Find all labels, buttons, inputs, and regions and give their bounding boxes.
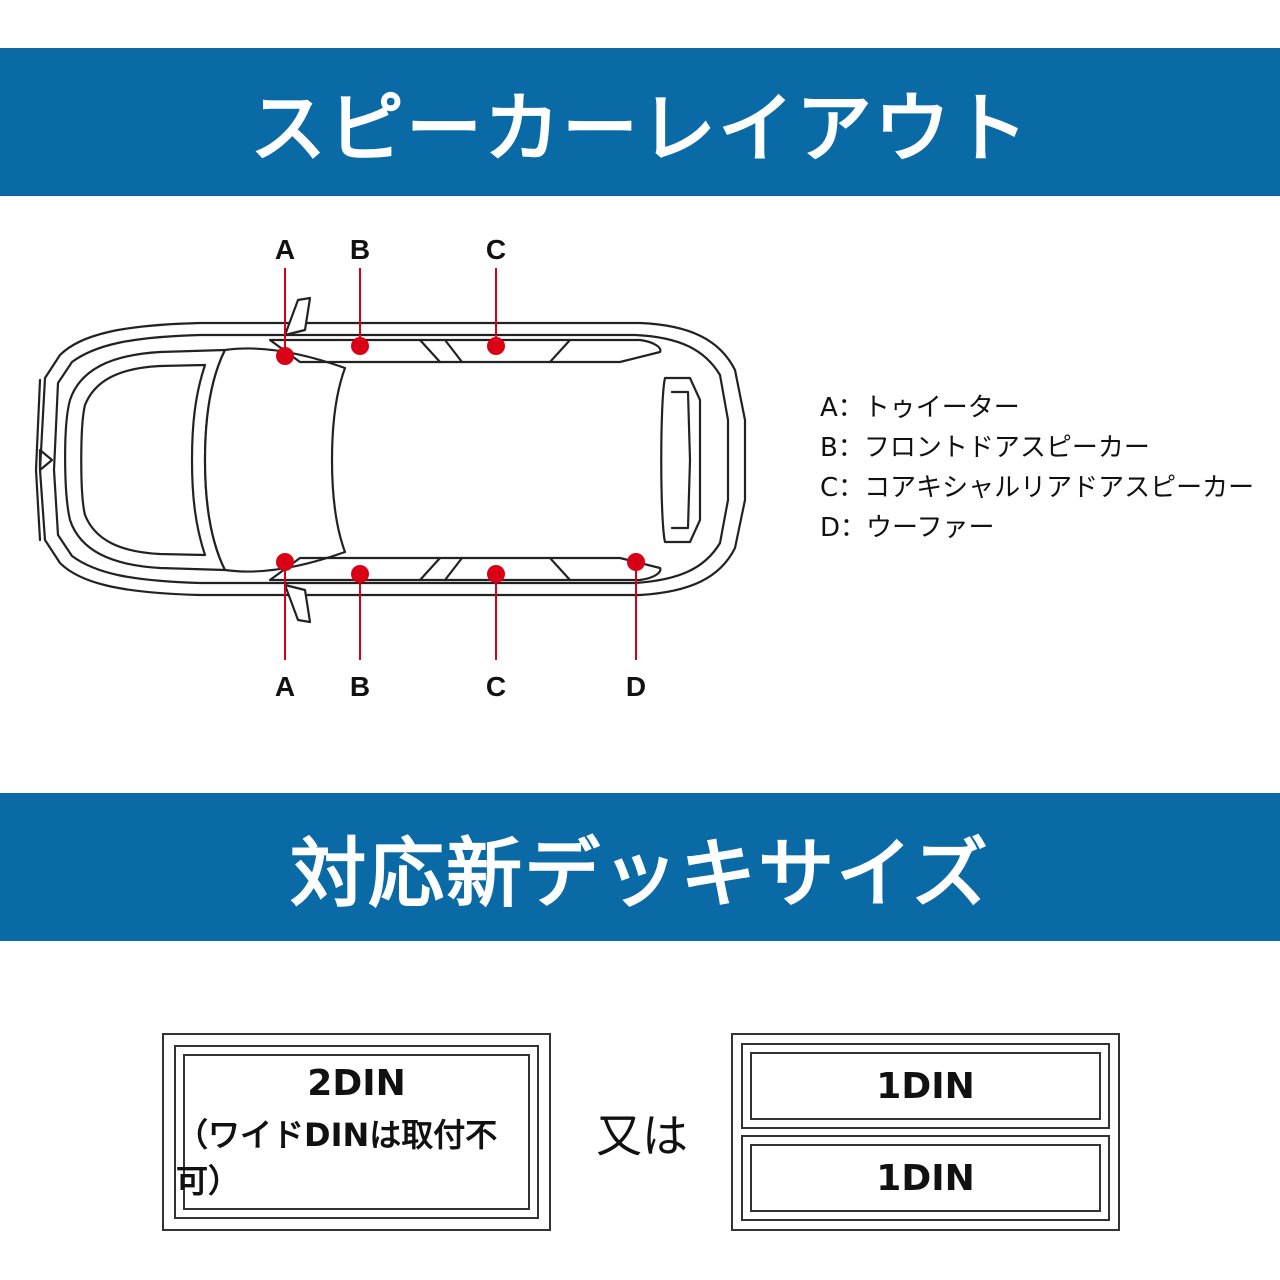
din2-label: 2DIN	[307, 1062, 406, 1104]
speaker-dot-a-bottom	[276, 553, 294, 571]
din1-label-lower: 1DIN	[876, 1157, 975, 1199]
speaker-dot-b-top	[351, 337, 369, 355]
speaker-dot-c-bottom	[487, 565, 505, 583]
front-emblem	[38, 448, 54, 472]
deck-size-title: 対応新デッキサイズ	[290, 829, 990, 918]
din1-frame: 1DIN 1DIN	[731, 1033, 1120, 1231]
din2-frame: 2DIN （ワイドDINは取付不可）	[162, 1033, 551, 1231]
front-bumper	[34, 378, 42, 542]
pillar-top	[418, 338, 572, 364]
speaker-markers-bottom	[276, 553, 645, 660]
or-label: 又は	[596, 1109, 688, 1163]
speaker-legend: A：トゥイーター B：フロントドアスピーカー C：コアキシャルリアドアスピーカー…	[820, 388, 1254, 548]
mirror-top	[283, 296, 312, 337]
rear-hatch	[660, 376, 702, 544]
window-strip-top	[268, 338, 662, 364]
marker-label-bottom-c: C	[486, 671, 506, 702]
din2-note: （ワイドDINは取付不可）	[176, 1115, 498, 1200]
speaker-markers-top	[276, 268, 505, 365]
rear-hatch-inner	[670, 390, 692, 530]
din1-slot-lower: 1DIN	[741, 1135, 1110, 1221]
legend-item-b: B：フロントドアスピーカー	[820, 433, 1150, 463]
car-body-inner-outline	[52, 333, 730, 585]
marker-label-bottom-b: B	[350, 671, 370, 702]
marker-label-top-c: C	[486, 234, 506, 265]
speaker-dot-b-bottom	[351, 565, 369, 583]
marker-label-top-a: A	[275, 234, 295, 265]
speaker-dot-a-top	[276, 347, 294, 365]
car-top-view-diagram: A B C A B C D	[34, 234, 747, 702]
window-strip-bottom	[268, 556, 662, 582]
marker-label-bottom-a: A	[275, 671, 295, 702]
marker-label-bottom-d: D	[626, 671, 646, 702]
legend-item-a: A：トゥイーター	[820, 393, 1020, 423]
din2-slot: 2DIN （ワイドDINは取付不可）	[174, 1045, 539, 1219]
car-body-outline	[38, 321, 747, 597]
speaker-layout-banner: スピーカーレイアウト	[0, 48, 1280, 196]
mirror-bottom	[283, 583, 312, 624]
din1-slot-upper: 1DIN	[741, 1043, 1110, 1129]
windshield-inner	[80, 363, 207, 557]
legend-item-d: D：ウーファー	[820, 513, 995, 543]
speaker-dot-c-top	[487, 337, 505, 355]
deck-size-banner: 対応新デッキサイズ	[0, 793, 1280, 941]
din1-label-upper: 1DIN	[876, 1065, 975, 1107]
speaker-dot-d-bottom	[627, 553, 645, 571]
marker-label-top-b: B	[350, 234, 370, 265]
legend-item-c: C：コアキシャルリアドアスピーカー	[820, 473, 1255, 503]
speaker-layout-title: スピーカーレイアウト	[250, 84, 1030, 173]
pillar-bottom	[418, 556, 572, 582]
roof	[203, 347, 347, 573]
